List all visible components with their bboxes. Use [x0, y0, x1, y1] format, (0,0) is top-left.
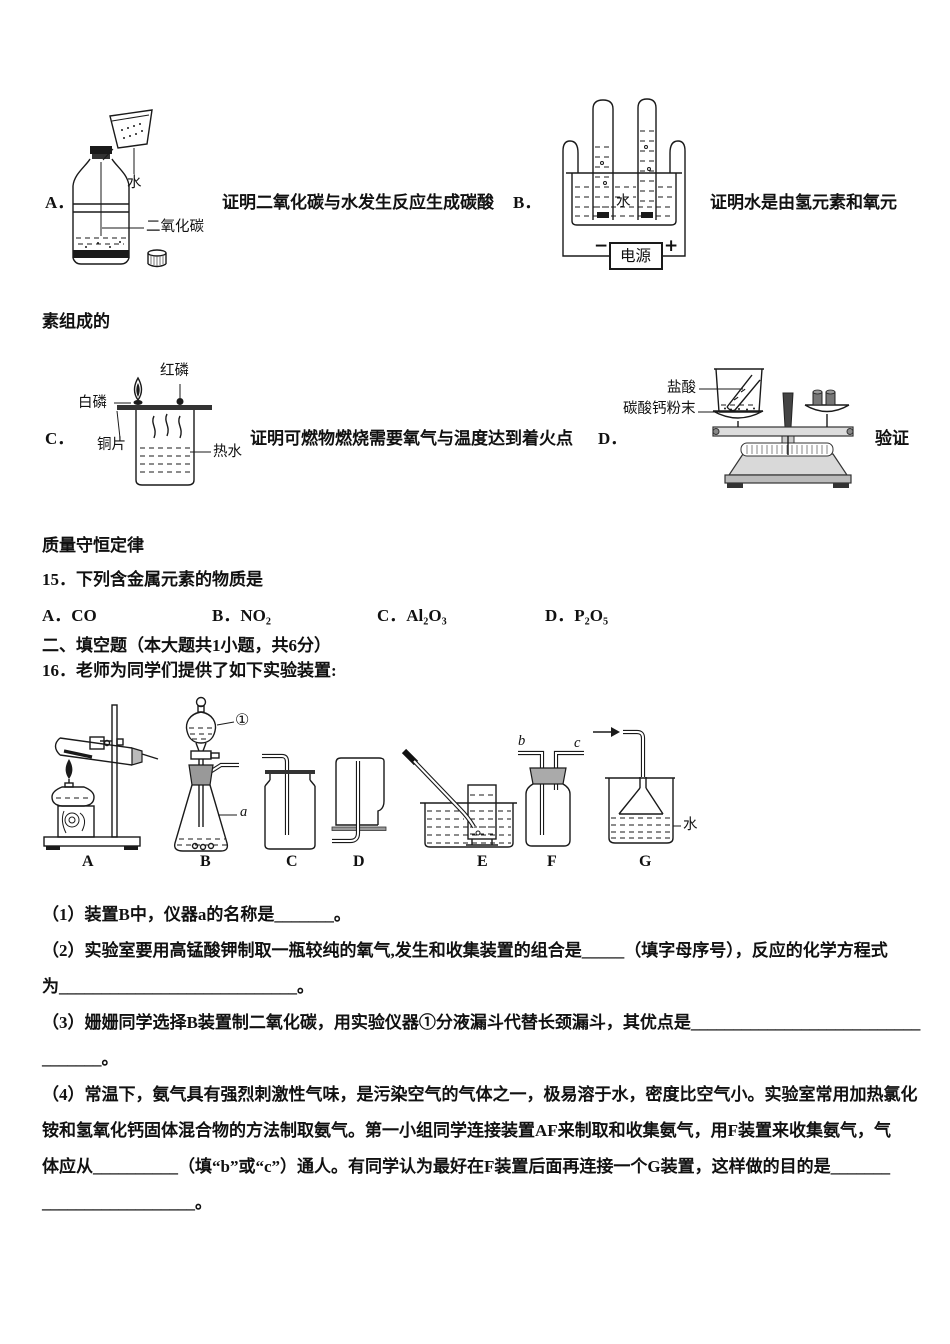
label-red-phosphorus: 红磷 [160, 363, 189, 379]
q15-option-b: B．NO₂ [212, 606, 271, 625]
q16-line-4: （3）姗姗同学选择B装置制二氧化碳，用实验仪器①分液漏斗代替长颈漏斗，其优点是_… [42, 1013, 921, 1032]
label-hydrochloric-acid: 盐酸 [667, 380, 696, 396]
option-c-letter: C． [45, 429, 75, 448]
q16-line-6: （4）常温下，氨气具有强烈刺激性气味，是污染空气的气体之一，极易溶于水，密度比空… [42, 1085, 918, 1104]
label-calcium-carbonate-powder: 碳酸钙粉末 [623, 401, 696, 417]
label-power-supply: 电源 [620, 248, 652, 265]
option-d-caption: 验证 [875, 429, 909, 448]
device-a-heating-setup [40, 695, 162, 860]
label-c: c [574, 735, 581, 751]
device-a-drawing [43, 704, 159, 850]
label-water: 水 [127, 175, 142, 191]
diagram-electrolysis: 水 − + 电源 [540, 95, 725, 290]
q15-option-d: D．P₂O₅ [545, 606, 609, 625]
label-copper-sheet: 铜片 [97, 437, 126, 453]
device-letter-a: A [82, 853, 94, 870]
device-letter-e: E [477, 853, 488, 870]
q15-option-c: C．Al₂O₃ [377, 606, 447, 625]
option-b-caption: 证明水是由氢元素和氧元 [710, 193, 897, 212]
label-water-g: 水 [683, 817, 698, 833]
section2-header: 二、填空题（本大题共1小题，共6分） [42, 636, 331, 655]
device-e-water-trough [400, 743, 525, 858]
q16-line-3: 为____________________________。 [42, 977, 314, 996]
label-carbon-dioxide: 二氧化碳 [146, 219, 204, 235]
device-f-gas-washing-bottle: b c [518, 720, 590, 860]
device-letter-f: F [547, 853, 557, 870]
device-g-drawing [593, 727, 681, 844]
apparatus-row: ① a [40, 695, 740, 880]
device-c-drawing [262, 753, 316, 850]
option-a-caption: 证明二氧化碳与水发生反应生成碳酸 [222, 193, 494, 212]
q15-stem: 15．下列含金属元素的物质是 [42, 570, 263, 589]
q15-option-a: A．CO [42, 606, 97, 625]
device-f-drawing [518, 750, 584, 847]
diagram-balance: 盐酸 碳酸钙粉末 [615, 355, 865, 495]
device-letter-g: G [639, 853, 652, 870]
diagram-phosphorus: 红磷 白磷 铜片 热水 [70, 360, 265, 495]
device-b-drawing [173, 696, 239, 852]
device-b-flask-funnel: ① a [163, 696, 263, 857]
device-g-funnel-beaker: 水 [585, 722, 730, 852]
label-minus-terminal: − [594, 236, 609, 256]
electrolysis-drawing [562, 98, 686, 270]
q16-line-8: 体应从__________（填“b”或“c”）通人。有同学认为最好在F装置后面再… [42, 1157, 891, 1176]
option-b-letter: B． [513, 193, 542, 212]
option-b-caption-continued: 素组成的 [42, 312, 110, 331]
diagram-co2-bottle: 水 二氧化碳 [40, 100, 235, 285]
device-letter-b: B [200, 853, 211, 870]
q16-line-5: _______。 [42, 1049, 119, 1068]
device-letter-c: C [286, 853, 298, 870]
label-water: 水 [616, 194, 631, 210]
label-plus-terminal: + [664, 236, 679, 256]
label-b: b [518, 733, 526, 749]
q16-intro: 16．老师为同学们提供了如下实验装置: [42, 661, 337, 680]
q16-line-1: （1）装置B中，仪器a的名称是_______。 [42, 905, 351, 924]
device-letter-d: D [353, 853, 365, 870]
option-d-letter: D． [598, 429, 628, 448]
device-d-drawing [331, 757, 387, 844]
option-d-caption-continued: 质量守恒定律 [42, 536, 144, 555]
bottle-drawing [72, 109, 167, 268]
label-hot-water: 热水 [213, 444, 242, 460]
label-white-phosphorus: 白磷 [78, 395, 107, 411]
balance-drawing [698, 368, 854, 488]
q16-line-9: __________________。 [42, 1193, 212, 1212]
q16-line-7: 铵和氢氧化钙固体混合物的方法制取氨气。第一小组同学连接装置AF来制取和收集氨气，… [42, 1121, 892, 1140]
phosphorus-drawing [114, 376, 212, 486]
q16-line-2: （2）实验室要用高锰酸钾制取一瓶较纯的氧气,发生和收集装置的组合是_____（填… [42, 941, 888, 960]
option-c-caption: 证明可燃物燃烧需要氧气与温度达到着火点 [250, 429, 573, 448]
label-a: a [240, 804, 248, 820]
device-d-inverted-bottle [331, 755, 394, 867]
label-circled-one: ① [235, 712, 250, 729]
device-c-gas-bottle [262, 745, 324, 855]
option-a-letter: A． [45, 193, 75, 212]
device-e-drawing [401, 748, 517, 848]
